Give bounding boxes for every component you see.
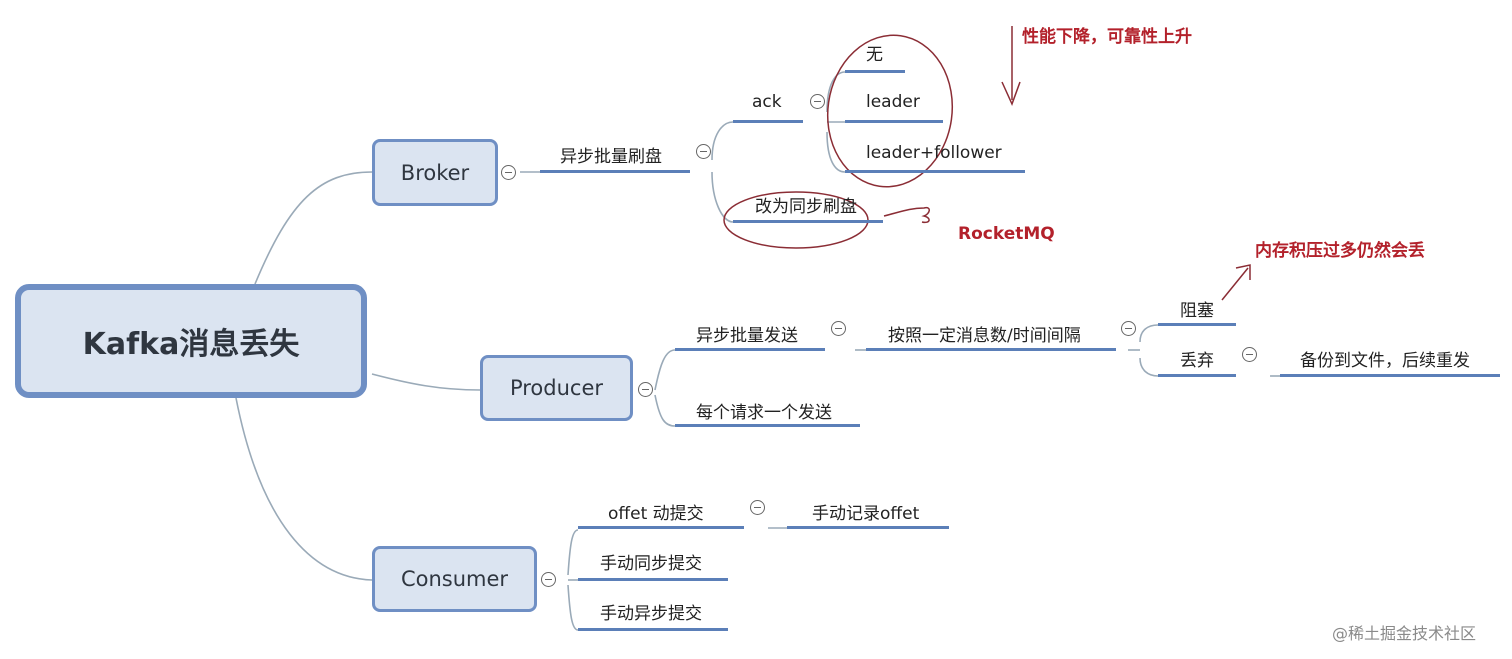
manual-async-label[interactable]: 手动异步提交 — [600, 604, 702, 624]
ack-leader-follower-label[interactable]: leader+follower — [866, 143, 1002, 163]
collapse-async-flush-icon[interactable] — [696, 144, 711, 159]
rocketmq-note: RocketMQ — [958, 224, 1055, 244]
manual-record-label[interactable]: 手动记录offet — [812, 504, 920, 524]
ack-none-label[interactable]: 无 — [866, 45, 883, 65]
block-underline — [1158, 323, 1236, 326]
connector-root-consumer — [235, 397, 373, 581]
async-flush-underline — [540, 170, 690, 173]
collapse-send-rule-icon[interactable] — [1121, 321, 1136, 336]
manual-sync-label[interactable]: 手动同步提交 — [600, 554, 702, 574]
broker-node[interactable]: Broker — [372, 139, 498, 206]
annotation-memory-arrow — [1221, 264, 1251, 301]
perf-note: 性能下降，可靠性上升 — [1022, 27, 1192, 47]
connector-producer-async — [654, 349, 676, 391]
collapse-async-send-icon[interactable] — [831, 321, 846, 336]
ack-leader-underline — [845, 120, 943, 123]
collapse-producer-icon[interactable] — [638, 382, 653, 397]
collapse-consumer-icon[interactable] — [541, 572, 556, 587]
discard-underline — [1158, 374, 1236, 377]
connector-producer-single — [654, 394, 676, 427]
manual-async-underline — [578, 628, 728, 631]
async-flush-label[interactable]: 异步批量刷盘 — [560, 147, 662, 167]
collapse-ack-icon[interactable] — [810, 94, 825, 109]
connector-ack-none — [826, 71, 846, 113]
collapse-discard-icon[interactable] — [1242, 347, 1257, 362]
root-node[interactable]: Kafka消息丢失 — [15, 284, 367, 398]
connector-root-broker — [254, 171, 373, 285]
annotation-ack-circle — [826, 34, 954, 188]
connector-rule-discard — [1139, 357, 1159, 377]
memory-note: 内存积压过多仍然会丢 — [1255, 241, 1425, 261]
collapse-broker-icon[interactable] — [501, 165, 516, 180]
connector-async-sync — [711, 171, 734, 223]
discard-label[interactable]: 丢弃 — [1180, 351, 1214, 371]
backup-label[interactable]: 备份到文件，后续重发 — [1300, 351, 1470, 371]
connector-ack-lf — [826, 131, 846, 173]
sync-flush-label[interactable]: 改为同步刷盘 — [755, 197, 857, 217]
consumer-node[interactable]: Consumer — [372, 546, 537, 612]
auto-commit-label[interactable]: offet 动提交 — [608, 504, 704, 524]
manual-record-underline — [787, 526, 949, 529]
async-send-label[interactable]: 异步批量发送 — [696, 326, 798, 346]
connector-root-producer — [371, 373, 481, 391]
producer-node[interactable]: Producer — [480, 355, 633, 421]
ack-underline — [733, 120, 803, 123]
connector-async-ack — [711, 121, 734, 161]
send-rule-underline — [866, 348, 1116, 351]
single-send-underline — [675, 424, 860, 427]
connector-consumer-auto — [567, 529, 579, 576]
single-send-label[interactable]: 每个请求一个发送 — [696, 403, 832, 423]
backup-underline — [1280, 374, 1500, 377]
ack-label[interactable]: ack — [752, 92, 782, 112]
auto-commit-underline — [578, 526, 744, 529]
watermark: @稀土掘金技术社区 — [1332, 624, 1477, 643]
ack-none-underline — [845, 70, 905, 73]
block-label[interactable]: 阻塞 — [1180, 301, 1214, 321]
sync-flush-underline — [733, 220, 883, 223]
connector-consumer-async — [567, 584, 579, 631]
manual-sync-underline — [578, 578, 728, 581]
ack-leader-follower-underline — [845, 170, 1025, 173]
collapse-auto-commit-icon[interactable] — [750, 500, 765, 515]
async-send-underline — [675, 348, 825, 351]
annotation-sync-arrow — [883, 206, 930, 224]
send-rule-label[interactable]: 按照一定消息数/时间间隔 — [888, 326, 1081, 346]
annotation-perf-arrow — [1001, 26, 1021, 106]
ack-leader-label[interactable]: leader — [866, 92, 920, 112]
connector-rule-block — [1139, 324, 1159, 343]
